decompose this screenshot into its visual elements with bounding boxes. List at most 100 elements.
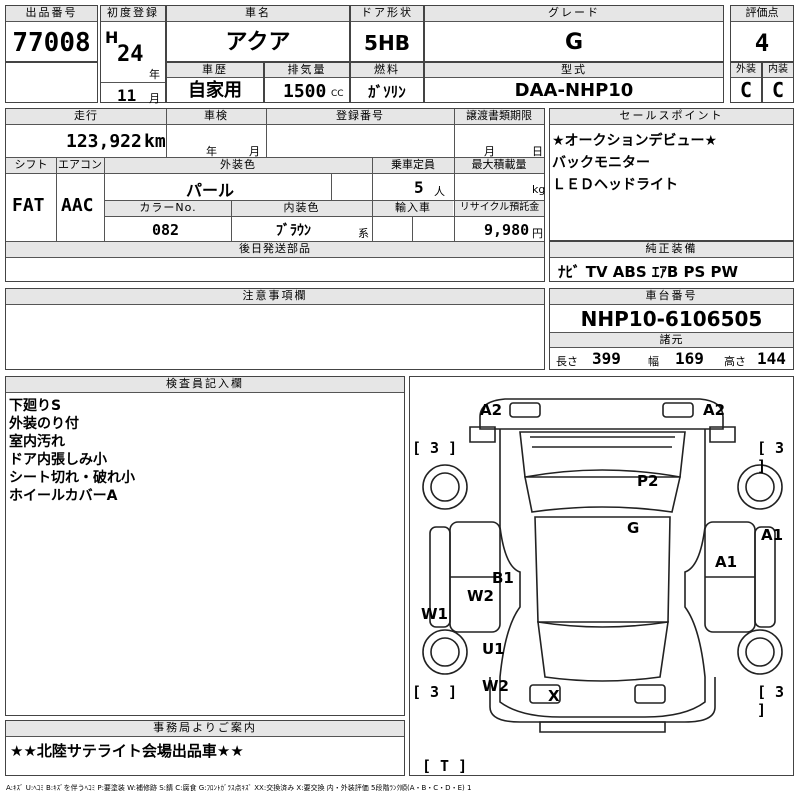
shift: FAT bbox=[12, 195, 45, 216]
inspector-note: 下廻りS bbox=[9, 398, 62, 414]
tire-mark: [ 3 ] bbox=[412, 683, 458, 701]
chassis-number: NHP10-6106505 bbox=[580, 307, 763, 331]
dims-label: 諸元 bbox=[550, 333, 793, 347]
first-registration-box: 初度登録 H 24 年 11 月 bbox=[100, 5, 166, 105]
inspector-label: 検査員記入欄 bbox=[6, 377, 404, 393]
mileage-label: 走行 bbox=[6, 109, 166, 124]
length-label: 長さ bbox=[556, 355, 578, 368]
sales-point-item: バックモニター bbox=[552, 155, 650, 171]
car-name: アクア bbox=[225, 30, 291, 55]
mileage-unit: km bbox=[144, 131, 166, 152]
exterior-grade: C bbox=[739, 78, 753, 102]
displacement: 1500 bbox=[283, 81, 327, 102]
inspector-note: 室内汚れ bbox=[9, 434, 65, 450]
registration-number-label: 登録番号 bbox=[266, 109, 454, 124]
import-label: 輸入車 bbox=[373, 201, 453, 216]
legend: A:ｷｽﾞ U:ﾍｺﾐ B:ｷｽﾞを伴うﾍｺﾐ P:要塗装 W:補修跡 S:錆 … bbox=[6, 784, 472, 792]
damage-mark: B1 bbox=[492, 569, 514, 587]
color-number: 082 bbox=[152, 221, 180, 239]
office-box: 事務局よりご案内 ★★北陸サテライト会場出品車★★ bbox=[5, 720, 405, 776]
history: 自家用 bbox=[188, 80, 242, 101]
history-box: 車歴 自家用 bbox=[166, 62, 264, 103]
displacement-unit: CC bbox=[331, 89, 344, 99]
lot-number: 77008 bbox=[12, 28, 91, 58]
damage-mark: A1 bbox=[715, 553, 738, 571]
displacement-box: 排気量 1500 CC bbox=[264, 62, 350, 103]
recycle-label: リサイクル預託金 bbox=[455, 201, 544, 216]
lot-number-blank bbox=[5, 62, 98, 103]
ac-label: エアコン bbox=[56, 158, 104, 173]
height: 144 bbox=[757, 349, 786, 368]
damage-mark: A1 bbox=[761, 526, 784, 544]
model-box: 型式 DAA-NHP10 bbox=[424, 62, 724, 103]
damage-mark: P2 bbox=[637, 472, 659, 490]
exterior-color-label: 外装色 bbox=[104, 158, 372, 173]
inspector-box: 検査員記入欄 下廻りS 外装のり付 室内汚れ ドア内張しみ小 シート切れ・破れ小… bbox=[5, 376, 405, 716]
equipment-label: 純正装備 bbox=[550, 242, 793, 258]
damage-diagram: A2 A2 P2 G A1 A1 B1 W2 W1 U1 W2 X [ 3 ] … bbox=[409, 376, 794, 776]
transfer-deadline-label: 譲渡書類期限 bbox=[454, 109, 544, 124]
car-name-label: 車名 bbox=[167, 6, 349, 22]
width-label: 幅 bbox=[648, 355, 659, 368]
grade: G bbox=[564, 30, 584, 55]
notes-label: 注意事項欄 bbox=[6, 289, 544, 305]
recycle-fee: 9,980 bbox=[484, 221, 530, 239]
fuel-label: 燃料 bbox=[351, 63, 423, 78]
score-label: 評価点 bbox=[731, 6, 793, 22]
inspection-month-unit: 月 bbox=[249, 145, 260, 158]
transfer-day-unit: 日 bbox=[532, 145, 543, 158]
era: H bbox=[105, 28, 119, 47]
tire-mark: [ 3 ] bbox=[757, 439, 785, 475]
model: DAA-NHP10 bbox=[514, 80, 634, 101]
damage-mark: A2 bbox=[703, 401, 726, 419]
ac: AAC bbox=[61, 195, 94, 216]
spec-block: 走行 車検 登録番号 譲渡書類期限 123,922 km 年 月 月 日 シフト… bbox=[5, 108, 545, 282]
first-registration-label: 初度登録 bbox=[101, 6, 165, 22]
width: 169 bbox=[675, 349, 704, 368]
exterior-box: 外装 C bbox=[730, 62, 762, 103]
sales-points-label: セールスポイント bbox=[550, 109, 793, 125]
inspection-year-unit: 年 bbox=[206, 145, 217, 158]
chassis-label: 車台番号 bbox=[550, 289, 793, 305]
exterior-label: 外装 bbox=[731, 63, 761, 78]
spare-tire-mark: [ T ] bbox=[422, 757, 468, 775]
damage-mark: X bbox=[548, 687, 560, 705]
fuel: ｶﾞｿﾘﾝ bbox=[368, 83, 406, 101]
lot-number-label: 出品番号 bbox=[6, 6, 97, 22]
shift-label: シフト bbox=[6, 158, 56, 173]
exterior-color: パール bbox=[186, 181, 235, 200]
later-parts-label: 後日発送部品 bbox=[6, 242, 544, 257]
max-load-label: 最大積載量 bbox=[454, 158, 544, 173]
score-box: 評価点 4 bbox=[730, 5, 794, 62]
damage-mark: W1 bbox=[421, 605, 448, 623]
lot-number-box: 出品番号 77008 bbox=[5, 5, 98, 62]
registration-year: 24 bbox=[117, 42, 144, 67]
interior-label: 内装 bbox=[763, 63, 793, 78]
inspector-note: シート切れ・破れ小 bbox=[9, 470, 135, 486]
chassis-box: 車台番号 NHP10-6106505 諸元 長さ 399 幅 169 高さ 14… bbox=[549, 288, 794, 370]
equipment-box: 純正装備 ﾅﾋﾞ TV ABS ｴｱB PS PW bbox=[549, 241, 794, 282]
door-type: 5HB bbox=[364, 31, 410, 55]
damage-mark: W2 bbox=[467, 587, 494, 605]
max-load-unit: kg bbox=[532, 183, 546, 196]
score: 4 bbox=[754, 29, 770, 57]
color-number-label: カラーNo. bbox=[105, 201, 231, 216]
registration-month: 11 bbox=[117, 86, 137, 105]
history-label: 車歴 bbox=[167, 63, 263, 78]
sales-point-item: ＬＥＤヘッドライト bbox=[552, 177, 678, 193]
mileage: 123,922 bbox=[66, 131, 142, 152]
damage-mark: U1 bbox=[482, 640, 505, 658]
grade-box: グレード G bbox=[424, 5, 724, 62]
damage-mark: W2 bbox=[482, 677, 509, 695]
sales-point-item: ★オークションデビュー★ bbox=[552, 133, 718, 149]
capacity: 5 bbox=[414, 178, 424, 197]
grade-label: グレード bbox=[425, 6, 723, 22]
model-label: 型式 bbox=[425, 63, 723, 78]
transfer-month-unit: 月 bbox=[484, 145, 495, 158]
month-unit: 月 bbox=[149, 92, 160, 105]
height-label: 高さ bbox=[724, 355, 746, 368]
fuel-box: 燃料 ｶﾞｿﾘﾝ bbox=[350, 62, 424, 103]
recycle-unit: 円 bbox=[532, 227, 543, 240]
office-message: ★★北陸サテライト会場出品車★★ bbox=[10, 742, 244, 760]
tire-mark: [ 3 ] bbox=[412, 439, 458, 457]
